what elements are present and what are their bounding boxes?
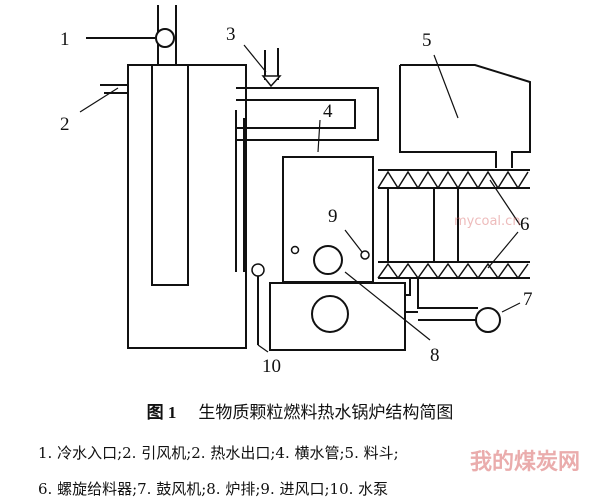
hot-water-outlet-pipe bbox=[100, 84, 128, 94]
label-1: 1 bbox=[60, 29, 70, 50]
cold-water-inlet-valve bbox=[155, 28, 175, 48]
leader-6b bbox=[487, 231, 519, 269]
label-9: 9 bbox=[328, 206, 338, 227]
water-pump-icon bbox=[251, 263, 265, 277]
ash-pit bbox=[269, 282, 406, 351]
watermark-url: mycoal.cn bbox=[454, 214, 521, 229]
legend-line-2: 6. 螺旋给料器;7. 鼓风机;8. 炉排;9. 进风口;10. 水泵 bbox=[38, 480, 389, 498]
leader-6a bbox=[489, 179, 521, 226]
screw-flight-lower bbox=[377, 262, 529, 280]
figure-caption: 图 1 生物质颗粒燃料热水锅炉结构简图 bbox=[0, 398, 600, 423]
label-3: 3 bbox=[226, 24, 236, 45]
leader-9 bbox=[344, 229, 363, 253]
leader-5 bbox=[433, 54, 459, 119]
feeder-frame bbox=[387, 188, 459, 262]
leader-3 bbox=[243, 44, 267, 73]
label-4: 4 bbox=[323, 101, 333, 122]
screw-feeder-lower bbox=[378, 261, 530, 279]
screw-feeder-upper bbox=[378, 169, 530, 189]
blower-duct bbox=[405, 278, 478, 321]
leader-10 bbox=[257, 344, 269, 353]
furnace-door bbox=[313, 245, 343, 275]
inspection-hole bbox=[290, 245, 300, 255]
figure-number: 图 1 bbox=[146, 403, 177, 422]
label-5: 5 bbox=[422, 30, 432, 51]
blower-fan-icon bbox=[475, 307, 501, 333]
fuel-hopper bbox=[399, 64, 531, 168]
flue-column bbox=[151, 65, 189, 286]
air-inlet-icon bbox=[360, 250, 370, 260]
outlet-valve-icon bbox=[261, 75, 282, 88]
leader-2 bbox=[79, 87, 119, 113]
ash-door bbox=[311, 295, 349, 333]
leader-7 bbox=[501, 302, 521, 313]
label-6: 6 bbox=[520, 214, 530, 235]
watermark-logo: 我的煤炭网 bbox=[470, 450, 581, 475]
label-7: 7 bbox=[523, 289, 533, 310]
vertical-water-tube bbox=[235, 110, 245, 272]
label-10: 10 bbox=[262, 356, 281, 377]
horizontal-water-tube bbox=[236, 87, 379, 141]
induced-fan-duct bbox=[264, 48, 279, 80]
legend-line-1: 1. 冷水入口;2. 引风机;2. 热水出口;4. 横水管;5. 料斗; bbox=[38, 444, 399, 462]
label-2: 2 bbox=[60, 114, 70, 135]
leader-4 bbox=[317, 119, 321, 153]
figure-title: 生物质颗粒燃料热水锅炉结构简图 bbox=[198, 403, 454, 423]
leader-8 bbox=[344, 271, 431, 341]
label-8: 8 bbox=[430, 345, 440, 366]
screw-flight-upper bbox=[377, 170, 529, 190]
